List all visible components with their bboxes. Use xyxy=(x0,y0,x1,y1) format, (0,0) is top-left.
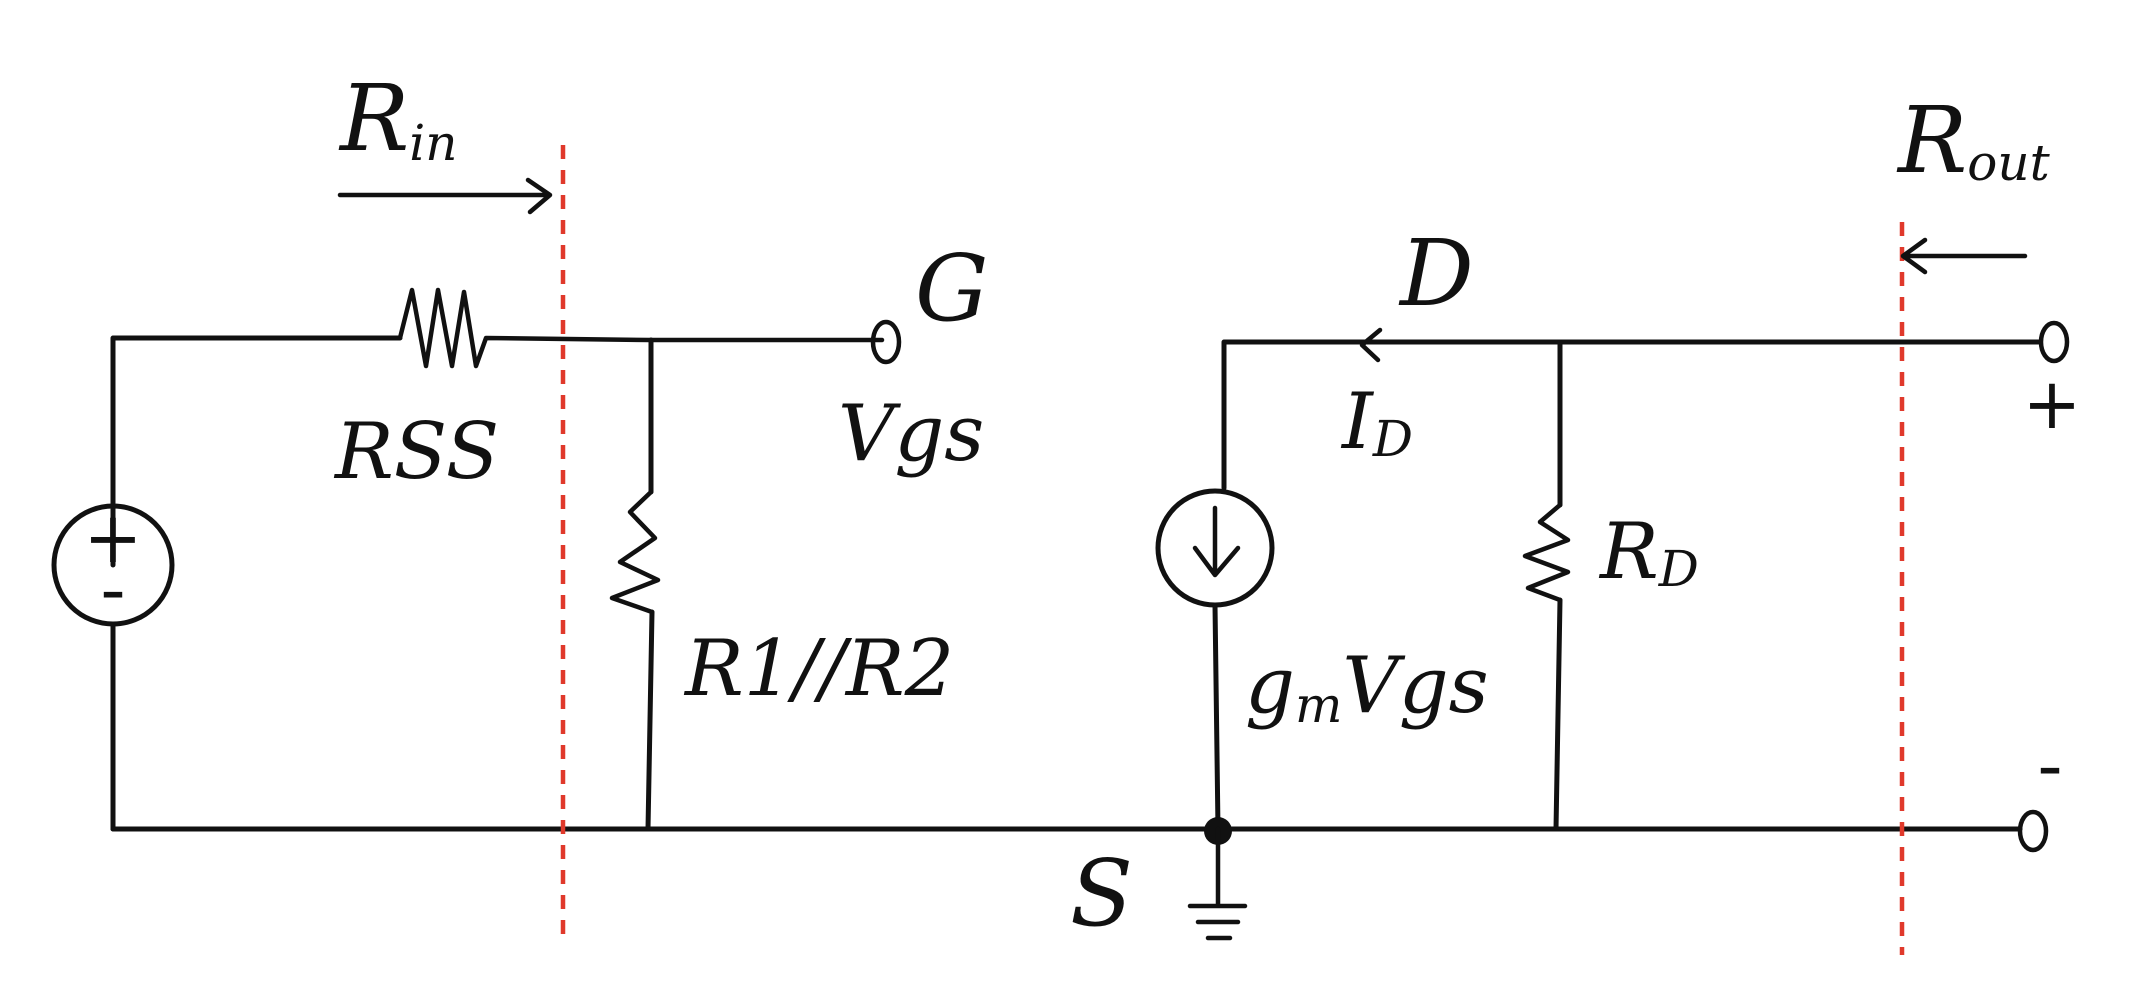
id-label-main: I xyxy=(1340,377,1375,467)
ground-icon xyxy=(1187,826,1248,941)
rd-label-sub: D xyxy=(1658,540,1699,598)
gm-vgs-label: gmVgs xyxy=(1245,641,1489,734)
r1r2-resistor-icon xyxy=(609,489,661,615)
rd-bottom-wire xyxy=(1553,597,1563,832)
rss-label: RSS xyxy=(333,407,499,497)
rd-label-main: R xyxy=(1598,507,1659,597)
voltage-source-minus: - xyxy=(100,549,125,631)
gm-vgs-label-g: g xyxy=(1245,641,1295,731)
rd-resistor-icon xyxy=(1522,502,1571,603)
voltage-source-icon xyxy=(51,503,175,627)
rd-label: RD xyxy=(1598,507,1699,598)
rin-label-main: R xyxy=(338,65,409,172)
r1r2-bottom-wire xyxy=(645,609,655,832)
rin-label-sub: in xyxy=(409,114,457,172)
id-label: ID xyxy=(1340,377,1413,468)
rout-label-sub: out xyxy=(1967,134,2050,192)
gate-label: G xyxy=(915,235,989,342)
rin-label: Rin xyxy=(338,65,457,172)
output-minus-terminal xyxy=(2017,809,2049,853)
source-label: S xyxy=(1070,840,1133,947)
rout-label: Rout xyxy=(1896,87,2051,194)
r1r2-label: R1//R2 xyxy=(683,624,954,714)
output-plus-terminal xyxy=(2038,320,2070,364)
cs-bottom-wire xyxy=(1212,602,1221,832)
id-arrow-icon xyxy=(1359,327,1383,363)
current-source-arrow-icon xyxy=(1192,505,1241,578)
rout-label-main: R xyxy=(1896,87,1967,194)
rss-resistor-icon xyxy=(397,287,885,369)
gm-vgs-label-m: m xyxy=(1295,676,1342,734)
rin-arrow-icon xyxy=(337,177,553,215)
voltage-source-plus: + xyxy=(84,497,143,579)
rout-arrow-icon xyxy=(1900,237,2028,275)
gate-terminal xyxy=(870,319,902,365)
drain-top-wire xyxy=(1221,339,2043,348)
gm-vgs-label-rest: Vgs xyxy=(1342,641,1488,731)
vgs-label: Vgs xyxy=(838,389,984,479)
id-label-sub: D xyxy=(1372,410,1413,468)
source-top-wire xyxy=(110,335,403,568)
drain-label: D xyxy=(1398,220,1474,327)
output-minus-label: - xyxy=(2037,725,2062,807)
output-plus-label: + xyxy=(2023,363,2082,445)
